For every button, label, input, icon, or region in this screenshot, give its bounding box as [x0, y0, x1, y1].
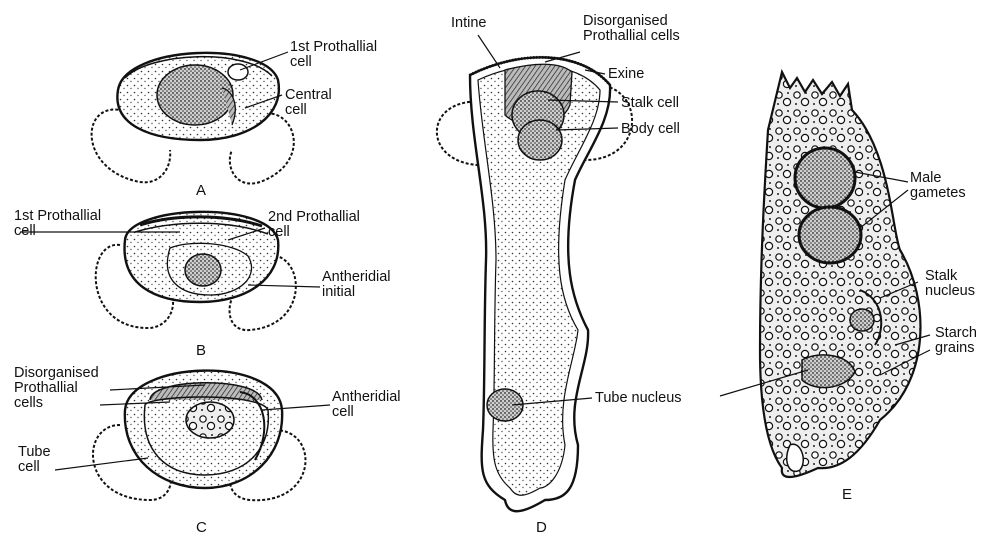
male-gamete-upper [795, 148, 855, 208]
label-tube-cell: Tube cell [18, 445, 51, 475]
figure-d-drawing [437, 57, 632, 511]
label-central-cell: Central cell [285, 88, 332, 118]
figure-letter-d: D [536, 519, 547, 536]
label-starch-grains: Starch grains [935, 326, 977, 356]
label-intine: Intine [451, 16, 486, 31]
label-tube-nucleus: Tube nucleus [595, 391, 682, 406]
gametophyte-outline [760, 72, 920, 477]
figure-e-drawing [760, 72, 920, 477]
figure-letter-b: B [196, 342, 206, 359]
label-disorganised-prothallial-cells-c: Disorganised Prothallial cells [14, 366, 99, 411]
label-first-prothallial-cell-a: 1st Prothallial cell [290, 40, 377, 70]
label-exine: Exine [608, 67, 644, 82]
figure-letter-a: A [196, 182, 206, 199]
figure-c-drawing [93, 371, 306, 501]
label-body-cell: Body cell [621, 122, 680, 137]
male-gamete-lower [799, 207, 861, 263]
label-first-prothallial-cell-b: 1st Prothallial cell [14, 209, 101, 239]
figure-letter-c: C [196, 519, 207, 536]
label-second-prothallial-cell: 2nd Prothallial cell [268, 210, 360, 240]
figure-a-drawing [92, 53, 294, 184]
label-stalk-cell: Stalk cell [621, 96, 679, 111]
label-disorganised-prothallial-cells-d: Disorganised Prothallial cells [583, 14, 680, 44]
label-antheridial-cell: Antheridial cell [332, 390, 401, 420]
label-male-gametes: Male gametes [910, 171, 966, 201]
figure-b-drawing [96, 212, 296, 330]
label-antheridial-initial: Antheridial initial [322, 270, 391, 300]
figure-letter-e: E [842, 486, 852, 503]
label-stalk-nucleus: Stalk nucleus [925, 269, 975, 299]
